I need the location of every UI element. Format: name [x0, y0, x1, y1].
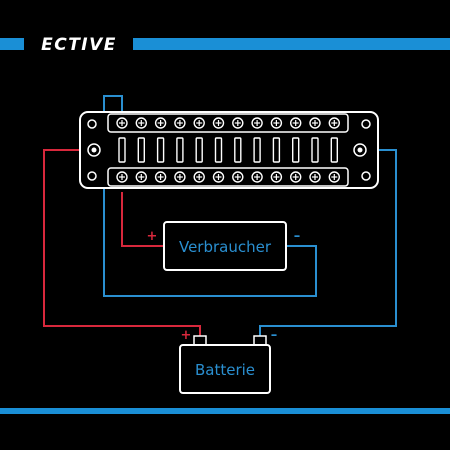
top-terminals: [116, 117, 340, 129]
fuse-slot-9: [272, 137, 281, 163]
bottom-terminal-2: [135, 171, 148, 183]
bottom-terminal-5: [193, 171, 205, 183]
bottom-terminal-10: [290, 171, 302, 183]
bottom-terminal-6: [212, 171, 225, 183]
battery-plus-sign: +: [181, 328, 192, 343]
red-wire-consumer: [121, 192, 164, 247]
battery-label: Batterie: [195, 361, 255, 379]
top-terminal-12: [328, 117, 340, 129]
fuse-slot-12: [330, 137, 338, 163]
bottom-terminal-3: [154, 171, 167, 183]
top-terminal-6: [212, 117, 225, 129]
bottom-terminals: [116, 171, 340, 183]
fuse-slot-8: [253, 137, 261, 163]
top-terminal-1: [116, 117, 128, 129]
stud-right-core: [357, 147, 363, 153]
mount-hole-tl: [87, 119, 97, 129]
battery-terminal-positive: [193, 335, 207, 346]
top-terminal-4: [174, 117, 186, 129]
fuse-slot-7: [234, 137, 242, 163]
bottom-terminal-12: [328, 171, 340, 183]
blue-wire-main: [259, 149, 397, 336]
top-terminal-7: [232, 117, 244, 129]
top-terminal-5: [193, 117, 205, 129]
brand-logo: ECTIVE: [41, 35, 117, 55]
fuse-slot-6: [214, 137, 223, 163]
bottom-terminal-4: [174, 171, 186, 183]
stud-left-core: [91, 147, 97, 153]
top-rail: [107, 113, 349, 133]
consumer-minus-sign: –: [294, 229, 301, 244]
battery-minus-sign: –: [271, 328, 278, 343]
fuse-slot-4: [176, 137, 184, 163]
consumer-label: Verbraucher: [179, 238, 272, 256]
mount-hole-tr: [361, 119, 371, 129]
top-terminal-11: [309, 117, 321, 129]
fuse-block-outline: [79, 111, 379, 189]
stud-left: [87, 143, 101, 157]
mount-hole-bl: [87, 171, 97, 181]
stud-right: [353, 143, 367, 157]
top-terminal-9: [270, 117, 283, 129]
bottom-terminal-7: [232, 171, 244, 183]
fuse-slot-11: [311, 137, 319, 163]
battery: Batterie + –: [179, 328, 278, 394]
bottom-rail: [107, 167, 349, 187]
consumer-box: [163, 221, 287, 271]
fuse-slot-10: [292, 137, 300, 163]
bottom-terminal-11: [309, 171, 321, 183]
fuse-slot-5: [195, 137, 203, 163]
top-terminal-2: [135, 117, 148, 129]
bottom-terminal-8: [251, 171, 263, 183]
top-terminal-10: [290, 117, 302, 129]
battery-terminal-negative: [253, 335, 267, 346]
consumer-plus-sign: +: [147, 229, 158, 244]
battery-box: [179, 344, 271, 394]
bottom-terminal-9: [270, 171, 283, 183]
fuse-slot-3: [156, 137, 165, 163]
red-wire-main: [43, 149, 201, 336]
top-terminal-3: [154, 117, 167, 129]
header-bar-right: [133, 38, 450, 50]
fuse-slot-1: [118, 137, 126, 163]
wires: [43, 95, 397, 336]
fuse-block: [79, 111, 379, 189]
fuse-slot-2: [137, 137, 146, 163]
bottom-terminal-1: [116, 171, 128, 183]
blue-wire-consumer: [103, 95, 317, 297]
fuse-slots: [118, 137, 338, 163]
mount-hole-br: [361, 171, 371, 181]
top-terminal-8: [251, 117, 263, 129]
footer-bar: [0, 408, 450, 414]
header-bar-left: [0, 38, 24, 50]
